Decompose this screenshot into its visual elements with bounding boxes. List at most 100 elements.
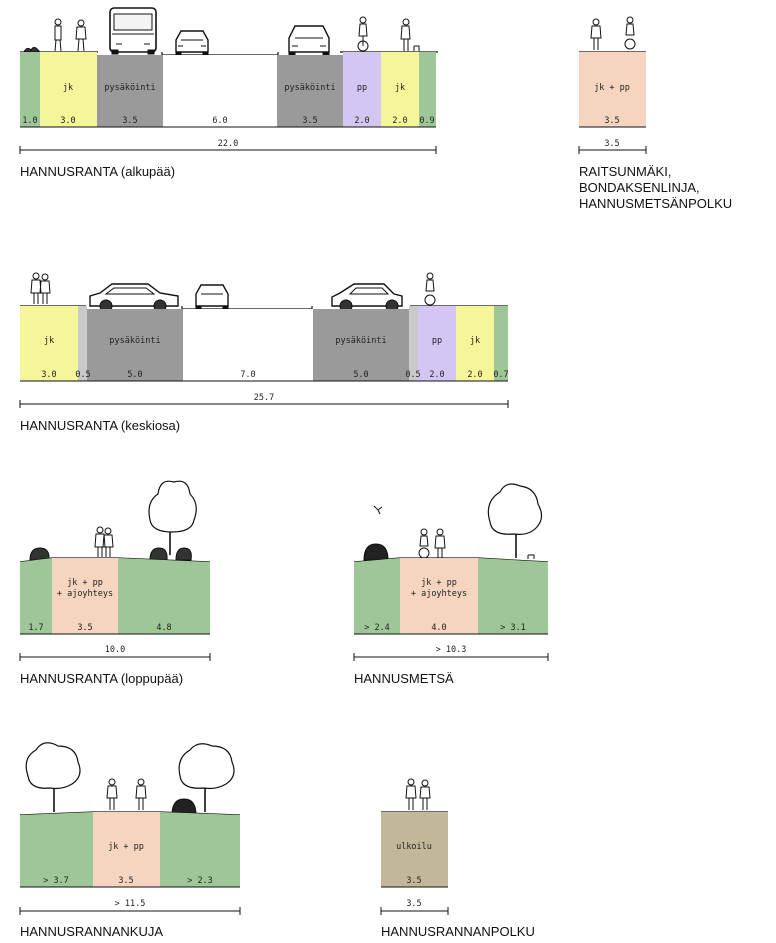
dimension-line	[19, 653, 211, 661]
bike-lane-band	[343, 52, 381, 127]
section-hannusranta-loppupaa: jk + pp + ajoyhteys 1.7 3.5 4.8 10.0 HAN…	[19, 480, 211, 686]
car-front-icon	[195, 284, 229, 310]
band-label: jk + pp	[108, 842, 144, 852]
tree-icon	[178, 743, 235, 812]
section-3-pictograms	[30, 272, 436, 313]
total-width: > 10.3	[436, 645, 467, 655]
dimension-line	[19, 146, 437, 154]
section-2-pictograms	[590, 16, 636, 50]
green-strip	[20, 52, 40, 127]
band-width: 2.0	[392, 116, 407, 126]
band-width: 3.5	[302, 116, 317, 126]
section-raitsunmaki: jk + pp 3.5 3.5 RAITSUNMÄKI, BONDAKSENLI…	[578, 16, 732, 211]
dimension-line	[353, 653, 549, 661]
pedestrian-icon	[434, 528, 446, 558]
pedestrian-icon	[75, 19, 87, 52]
section-1-pictograms	[23, 7, 420, 56]
band-width: 0.5	[75, 370, 90, 380]
total-width: 25.7	[254, 393, 274, 403]
section-title: HANNUSRANNANKUJA	[20, 924, 163, 939]
section-hannusranta-alkupaa: jk pysäköinti pysäköinti pp jk 1.0 3.0 3…	[19, 7, 438, 179]
section-1-width-labels: 1.0 3.0 3.5 6.0 3.5 2.0 2.0 0.9	[22, 116, 434, 126]
total-width: > 11.5	[115, 899, 146, 909]
section-title: RAITSUNMÄKI, BONDAKSENLINJA, HANNUSMETSÄ…	[579, 164, 732, 211]
band-width: 4.8	[156, 623, 171, 633]
section-4-bands	[20, 558, 210, 634]
total-width: 22.0	[218, 139, 238, 149]
band-label: jk	[63, 83, 73, 93]
section-5-pictograms	[363, 483, 543, 561]
section-3-width-labels: 3.0 0.5 5.0 7.0 5.0 0.5 2.0 2.0 0.7	[41, 370, 508, 380]
section-5-width-labels: > 2.4 4.0 > 3.1	[364, 623, 526, 633]
shared-path-band	[52, 558, 118, 634]
tree-icon	[25, 742, 81, 812]
section-1-band-labels: jk pysäköinti pysäköinti pp jk	[63, 83, 405, 93]
shrub-icon	[363, 543, 389, 561]
dimension-line	[19, 907, 241, 915]
shrub-icon	[23, 47, 40, 53]
pedestrians-icon	[94, 526, 114, 557]
band-label: ulkoilu	[396, 842, 432, 852]
dimension-line	[380, 907, 449, 915]
section-title-line: RAITSUNMÄKI,	[579, 164, 671, 179]
section-1-bands	[20, 52, 436, 127]
cyclist-icon	[357, 16, 369, 52]
section-4-width-labels: 1.7 3.5 4.8	[28, 623, 171, 633]
bike-lane-band	[418, 306, 456, 381]
section-6-pictograms	[25, 742, 235, 816]
shared-path-band	[400, 558, 478, 634]
band-label: jk + pp	[421, 578, 457, 588]
band-label: jk	[44, 336, 54, 346]
band-width: 3.5	[122, 116, 137, 126]
total-width: 10.0	[105, 645, 125, 655]
parking-band	[277, 55, 343, 127]
band-width: > 2.3	[187, 876, 213, 886]
cyclist-icon	[424, 272, 436, 306]
band-label: + ajoyhteys	[411, 589, 467, 599]
band-width: > 3.1	[500, 623, 526, 633]
band-width: 2.0	[429, 370, 444, 380]
band-width: 7.0	[240, 370, 255, 380]
dimension-line	[19, 400, 509, 408]
band-label: pp	[357, 83, 367, 93]
section-title: HANNUSRANTA (alkupää)	[20, 164, 175, 179]
band-width: 4.0	[431, 623, 446, 633]
green-strip	[494, 306, 508, 381]
band-label: + ajoyhteys	[57, 589, 113, 599]
cyclist-icon	[624, 16, 636, 50]
roadway-band	[163, 55, 277, 127]
green-strip	[419, 52, 436, 127]
band-label: jk + pp	[594, 83, 630, 93]
section-title: HANNUSRANTA (keskiosa)	[20, 418, 180, 433]
pedestrian-icon	[590, 18, 602, 50]
section-title: HANNUSMETSÄ	[354, 671, 454, 686]
parking-band	[313, 309, 409, 381]
section-title-line: HANNUSMETSÄNPOLKU	[579, 196, 732, 211]
section-title: HANNUSRANNANPOLKU	[381, 924, 535, 939]
band-width: 3.0	[41, 370, 56, 380]
parking-band	[97, 55, 163, 127]
band-width: 3.5	[118, 876, 133, 886]
band-width: 3.5	[604, 116, 619, 126]
suv-side-icon	[89, 283, 179, 313]
roadway-band	[183, 309, 313, 381]
section-6-width-labels: > 3.7 3.5 > 2.3	[43, 876, 213, 886]
shrub-icon	[29, 547, 50, 561]
band-label: jk + pp	[67, 578, 103, 588]
band-width: 1.0	[22, 116, 37, 126]
section-3-bands	[20, 306, 508, 381]
sidewalk-band	[381, 52, 419, 127]
section-7-pictograms	[405, 778, 431, 810]
total-width: 3.5	[604, 139, 619, 149]
pedestrian-icon	[106, 778, 118, 810]
band-width: 2.0	[354, 116, 369, 126]
pedestrians-icon	[405, 778, 431, 810]
section-4-pictograms	[29, 480, 197, 561]
curb-band	[409, 306, 418, 381]
sidewalk-band	[20, 306, 78, 381]
green-strip	[160, 812, 240, 887]
band-width: 3.5	[406, 876, 421, 886]
pedestrians-icon	[30, 272, 51, 304]
pedestrian-icon	[54, 18, 62, 52]
